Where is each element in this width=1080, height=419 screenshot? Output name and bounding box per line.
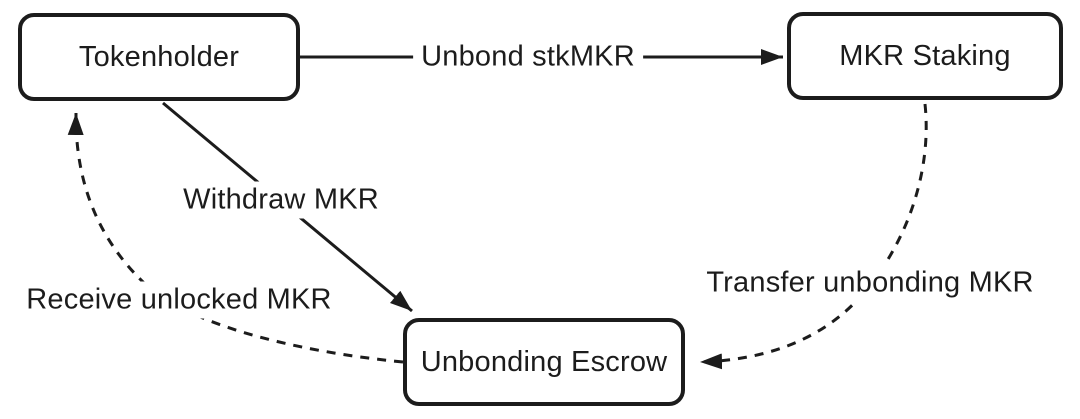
node-unbonding-escrow: Unbonding Escrow — [403, 318, 685, 406]
node-mkr-staking-label: MKR Staking — [839, 39, 1011, 72]
node-unbonding-escrow-label: Unbonding Escrow — [420, 345, 668, 378]
edge-receive-unlocked-mkr-line — [67, 112, 404, 364]
edge-label-unbond-stkmkr: Unbond stkMKR — [413, 38, 643, 76]
edge-label-receive-unlocked-mkr: Receive unlocked MKR — [18, 281, 340, 319]
node-tokenholder: Tokenholder — [18, 13, 300, 101]
node-mkr-staking: MKR Staking — [787, 12, 1063, 100]
edge-label-transfer-unbonding-mkr: Transfer unbonding MKR — [698, 264, 1042, 302]
edge-label-withdraw-mkr: Withdraw MKR — [175, 181, 387, 219]
node-tokenholder-label: Tokenholder — [78, 40, 240, 73]
edge-transfer-unbonding-mkr-line — [699, 103, 928, 370]
